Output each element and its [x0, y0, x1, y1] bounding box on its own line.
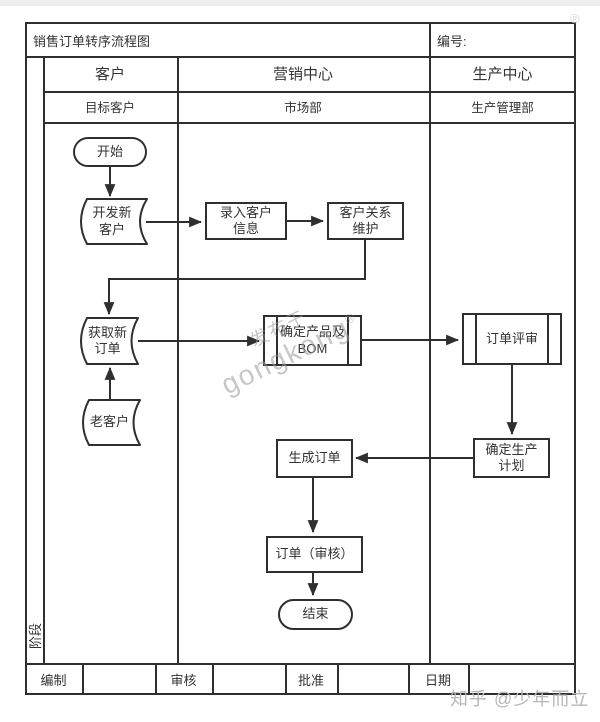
lane-header-production-center: 生产中心 — [472, 66, 533, 83]
lane-header-marketing-center: 营销中心 — [272, 66, 333, 83]
flow-node-label: 确定产品及 BOM — [279, 324, 345, 356]
flow-node-customer-relationship: 客户关系 维护 — [327, 202, 404, 240]
divider-lane-header — [43, 91, 576, 93]
dept-header-target-customer: 目标客户 — [84, 101, 135, 115]
footer-divider-7 — [468, 663, 470, 695]
doc-number-label: 编号: — [437, 34, 467, 49]
dept-header-market-dept: 市场部 — [284, 101, 322, 115]
connector-crm-to-get-order — [103, 240, 366, 316]
footer-divider-5 — [337, 663, 339, 695]
footer-label-approved: 批准 — [297, 672, 324, 688]
footer-divider-2 — [155, 663, 157, 695]
diagram-frame — [25, 22, 576, 695]
flow-node-determine-production-plan: 确定生产 计划 — [473, 438, 550, 478]
dept-header-production-mgmt: 生产管理部 — [471, 101, 534, 115]
divider-dept-header — [43, 122, 576, 124]
top-strip — [0, 0, 600, 6]
divider-title-bottom — [25, 56, 576, 58]
flow-node-order-review: 订单评审 — [462, 313, 562, 365]
predefined-process-bar-right — [347, 315, 349, 366]
predefined-process-bar-right — [547, 313, 549, 365]
faint-registered-mark: ® — [570, 11, 580, 26]
flow-node-get-new-order: 获取新 订单 — [87, 324, 127, 356]
flow-node-generate-order: 生成订单 — [276, 439, 353, 478]
divider-stage-column — [43, 56, 45, 663]
footer-label-compiled: 编制 — [40, 672, 67, 688]
flow-node-start: 开始 — [73, 137, 147, 167]
stored-data-shape-get-order — [80, 317, 139, 365]
footer-label-reviewed: 审核 — [170, 672, 197, 688]
footer-divider-1 — [82, 663, 84, 695]
footer-divider-4 — [285, 663, 287, 695]
stored-data-shape-dev-customer — [80, 198, 148, 245]
stored-data-shape-old-customer — [82, 399, 141, 446]
page-title: 销售订单转序流程图 — [33, 34, 151, 49]
flow-node-dev-new-customer: 开发新 客户 — [92, 205, 132, 237]
flow-node-end: 结束 — [278, 599, 353, 630]
lane-header-customer: 客户 — [94, 66, 125, 83]
predefined-process-bar-left — [475, 313, 477, 365]
flow-node-label: 订单评审 — [485, 330, 538, 346]
divider-lane-2-3 — [429, 22, 431, 663]
predefined-process-bar-left — [276, 315, 278, 366]
footer-divider-6 — [408, 663, 410, 695]
credit-watermark: 知乎 @少年而立 — [450, 689, 590, 709]
flow-node-enter-customer-info: 录入客户 信息 — [205, 202, 287, 240]
flow-node-determine-product-bom: 确定产品及 BOM — [263, 315, 362, 366]
divider-lane-1-2 — [177, 56, 179, 663]
flow-node-order-audit: 订单（审核） — [266, 536, 363, 573]
footer-label-date: 日期 — [424, 672, 451, 688]
footer-divider-3 — [212, 663, 214, 695]
divider-body-bottom — [25, 663, 576, 665]
flow-node-old-customer: 老客户 — [89, 414, 129, 430]
